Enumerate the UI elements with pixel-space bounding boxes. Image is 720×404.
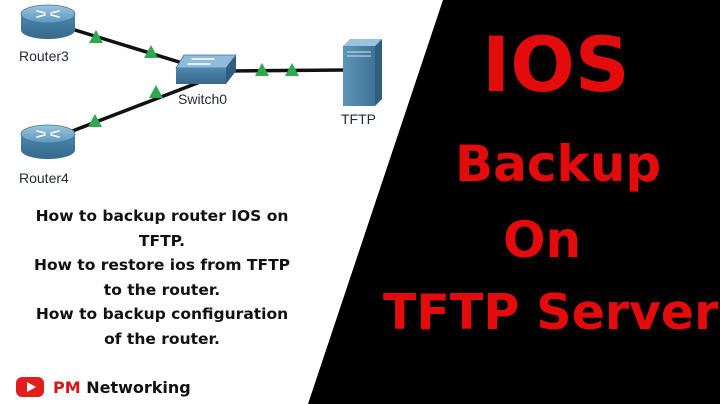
title-line-tftp-server: TFTP Server: [383, 284, 719, 341]
channel-brand[interactable]: PM Networking: [16, 375, 191, 399]
router3-label: Router3: [19, 48, 69, 64]
link-up-indicator: [255, 63, 269, 76]
description-line: of the router.: [104, 329, 220, 348]
switch-icon[interactable]: [175, 54, 237, 84]
channel-name: PM Networking: [53, 378, 191, 397]
channel-name-suffix: Networking: [86, 377, 191, 397]
link-up-indicator: [89, 30, 103, 43]
description-line: How to restore ios from TFTP: [33, 256, 291, 275]
router3-icon[interactable]: [20, 4, 76, 39]
server-label: TFTP: [341, 111, 376, 127]
server-icon[interactable]: [343, 39, 382, 106]
channel-name-prefix: PM: [53, 377, 81, 397]
link-up-indicator: [88, 114, 102, 127]
title-line-on: On: [503, 211, 582, 269]
youtube-play-icon: [16, 377, 44, 397]
description-line: How to backup router IOS on: [35, 207, 289, 225]
description-text: How to backup router IOS on TFTP. How to…: [14, 204, 310, 352]
link-up-indicator: [285, 63, 299, 76]
link-switch-server: [226, 68, 347, 73]
router4-icon[interactable]: [20, 124, 76, 159]
switch-label: Switch0: [178, 91, 228, 107]
description-line: TFTP.: [138, 231, 186, 250]
dark-background-panel: [308, 0, 720, 404]
title-line-backup: Backup: [455, 135, 662, 193]
description-line: How to backup configuration: [35, 305, 289, 324]
link-up-indicator: [144, 45, 158, 58]
router4-label: Router4: [19, 170, 69, 186]
description-line: to the router.: [103, 280, 221, 299]
title-line-ios: IOS: [482, 20, 630, 109]
link-up-indicator: [149, 85, 163, 98]
link-router4-switch: [60, 80, 202, 137]
